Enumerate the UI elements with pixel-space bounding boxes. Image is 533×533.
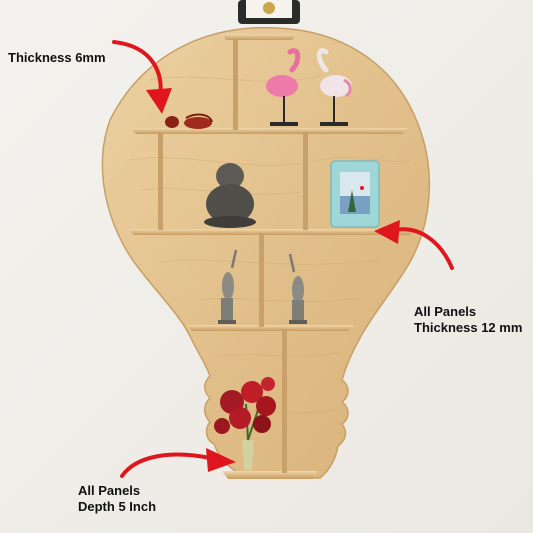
shelf-planks: [128, 34, 416, 479]
red-flower-vase: [214, 377, 276, 470]
label-panels-thickness: All Panels Thickness 12 mm: [414, 304, 522, 336]
deer-figurine-right: [288, 253, 307, 324]
label-thickness-6mm: Thickness 6mm: [8, 50, 106, 66]
shelf-3: [128, 229, 416, 235]
photo-frame: [330, 160, 380, 228]
shelf-dividers: [158, 38, 308, 473]
label-thickness-6mm-text: Thickness 6mm: [8, 50, 106, 65]
bottom-shelf: [222, 471, 318, 479]
top-shelf: [222, 34, 296, 40]
label-panels-depth: All Panels Depth 5 Inch: [78, 483, 156, 515]
flamingo-figurine-pink: [266, 48, 301, 126]
flamingo-figurine-white: [316, 48, 352, 126]
label-panels-thickness-line2: Thickness 12 mm: [414, 320, 523, 335]
shelf-4: [186, 325, 354, 331]
small-red-ornament: [165, 113, 213, 129]
label-panels-depth-line1: All Panels: [78, 483, 141, 498]
laughing-buddha-statue: [204, 163, 256, 228]
arrow-panels-depth: [120, 448, 236, 478]
arrow-panels-thickness: [374, 220, 454, 270]
arrow-thickness-6mm: [112, 40, 172, 114]
shelf-2: [130, 128, 408, 134]
wall-clock: [238, 0, 300, 24]
deer-figurine-left: [218, 249, 238, 324]
wood-grain: [129, 75, 411, 414]
label-panels-thickness-line1: All Panels: [414, 304, 477, 319]
label-panels-depth-line2: Depth 5 Inch: [78, 499, 157, 514]
